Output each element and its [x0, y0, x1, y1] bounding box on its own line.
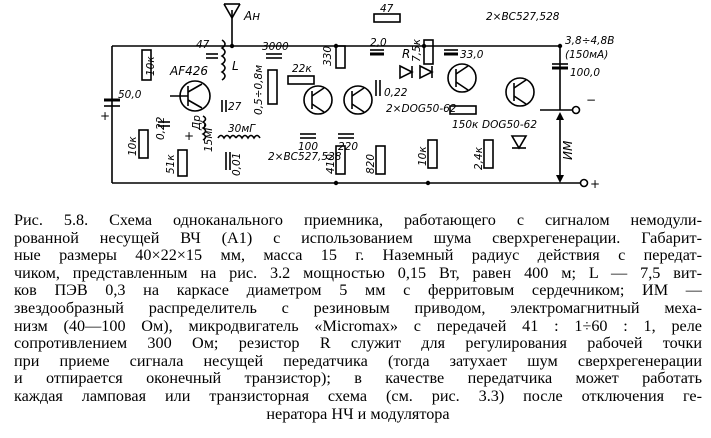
resistor-10k-right — [427, 139, 438, 169]
label-supply-current: (150мА) — [565, 49, 608, 61]
caption-line-12: нератора НЧ и модулятора — [266, 404, 450, 423]
label-r51k: 51к — [165, 154, 177, 174]
capacitor-27 — [221, 100, 227, 112]
caption-line-9: при приеме сигнала несущей передатчика (… — [14, 351, 702, 370]
label-c20: 2,0 — [370, 37, 387, 49]
resistor-410 — [335, 145, 346, 175]
transistor-4 — [505, 77, 535, 107]
coil-15mg — [217, 134, 237, 140]
resistor-05-08m — [267, 69, 278, 105]
diode-right — [510, 135, 528, 150]
label-plus-mid: + — [184, 129, 194, 143]
caption-line-11: каждая ламповая или транзисторная схема … — [14, 386, 702, 405]
output-terminals — [540, 105, 589, 188]
label-transistors-pair: 2×BC527,528 — [486, 11, 560, 23]
resistor-10k-left — [141, 49, 152, 81]
label-c100: 100,0 — [570, 67, 600, 79]
capacitor-100-right — [552, 63, 568, 70]
label-r47-right: 47 — [380, 3, 394, 15]
label-transistors-low: 2×BC527,528 — [268, 151, 342, 163]
resistor-51k — [177, 149, 188, 177]
label-r2-4k: 2,4к — [473, 146, 485, 170]
label-r330: 330 — [322, 46, 334, 66]
label-transistor1: AF426 — [169, 64, 208, 78]
coil-l — [220, 39, 226, 81]
resistor-10k-low — [138, 129, 149, 159]
label-dr: Др — [191, 115, 203, 131]
caption-line-3: ные размеры 40×22×15 мм, масса 15 г. Наз… — [14, 246, 702, 265]
capacitor-3000 — [266, 53, 282, 59]
label-c100-low: 100 — [298, 141, 318, 153]
capacitor-100-low — [300, 133, 316, 139]
capacitor-001 — [225, 152, 231, 170]
capacitor-022-left — [158, 121, 170, 127]
label-antenna: Ан — [243, 9, 260, 23]
capacitor-47-top — [206, 53, 218, 59]
caption-line-7: низм (40—100 Ом), микродвигатель «Microm… — [14, 316, 702, 335]
caption-line-5: ков ПЭВ 0,3 на каркасе диаметром 5 мм с … — [14, 281, 702, 300]
coil-30mg — [235, 134, 261, 140]
resistor-22k — [287, 75, 315, 85]
antenna-symbol — [223, 3, 241, 46]
label-l-mark: L — [232, 59, 239, 73]
label-im: ИМ — [561, 140, 575, 160]
caption-line-1: Рис. 5.8. Схема одноканального приемника… — [14, 211, 702, 229]
label-c220: 220 — [338, 141, 358, 153]
label-c3000: 3000 — [262, 41, 289, 53]
choke-dr — [201, 115, 207, 141]
label-plus-left: + — [100, 109, 110, 123]
figure-caption: Рис. 5.8. Схема одноканального приемника… — [14, 211, 702, 423]
resistor-820 — [375, 145, 386, 175]
diode-pair — [399, 64, 434, 80]
label-minus-right: − — [586, 93, 596, 107]
capacitor-220 — [338, 133, 354, 139]
label-r7-5k: 7,5к — [411, 38, 423, 62]
label-c50: 50,0 — [118, 89, 142, 101]
caption-line-4: чиком, представленным на рис. 3.2 мощнос… — [14, 263, 702, 282]
transistor-pair-1 — [303, 85, 333, 115]
label-l15mg: 15мГ — [203, 124, 215, 152]
capacitor-20 — [370, 49, 384, 56]
label-c001: 0,01 — [231, 153, 243, 176]
caption-line-10: и отпирается оконечный транзистор); в ка… — [14, 369, 702, 388]
caption-line-6: звездообразный распределитель с резиновы… — [14, 298, 702, 317]
label-r820: 820 — [365, 154, 377, 174]
label-c022-mid: 0,22 — [384, 87, 408, 99]
label-r10k-low: 10к — [127, 136, 139, 156]
label-r22k: 22к — [292, 63, 312, 75]
label-l30mg: 30мГ — [228, 123, 256, 135]
label-r410: 410 — [325, 154, 337, 174]
transistor-pair-2 — [343, 85, 373, 115]
resistor-7-5k — [423, 39, 434, 65]
capacitor-50 — [104, 98, 120, 107]
caption-line-8: сопротивлением 300 Ом; резистор R служит… — [14, 334, 702, 353]
label-supply: 3,8÷4,8В — [565, 35, 614, 47]
label-diode-right: DOG50-62 — [482, 119, 537, 131]
label-r10k-right: 10к — [417, 146, 429, 166]
capacitor-33 — [444, 49, 458, 56]
label-c022-left: 0,22 — [155, 116, 167, 140]
circuit-schematic: Ан 47 10к AF426 50,0 0,22 27 L 3000 0,5÷… — [100, 3, 614, 191]
resistor-150k — [449, 105, 477, 115]
label-c05-08: 0,5÷0,8м — [253, 65, 265, 115]
resistor-2-4k — [483, 139, 494, 169]
label-diodes: 2×DOG50-62 — [386, 103, 457, 115]
label-plus-right: + — [590, 177, 600, 191]
label-c27: 27 — [228, 101, 242, 113]
transistor-af426 — [170, 80, 211, 112]
resistor-330 — [335, 45, 346, 69]
capacitor-022-mid — [375, 80, 381, 96]
label-r-mark: R — [402, 47, 410, 61]
caption-line-2: рованной несущей ВЧ (А1) с использование… — [14, 228, 702, 247]
resistor-47-right — [373, 13, 401, 23]
label-c33: 33,0 — [460, 49, 484, 61]
label-r10k-left: 10к — [145, 56, 157, 76]
transistor-3 — [447, 63, 477, 93]
label-r150k: 150к — [452, 119, 479, 131]
label-r47-top: 47 — [196, 39, 210, 51]
